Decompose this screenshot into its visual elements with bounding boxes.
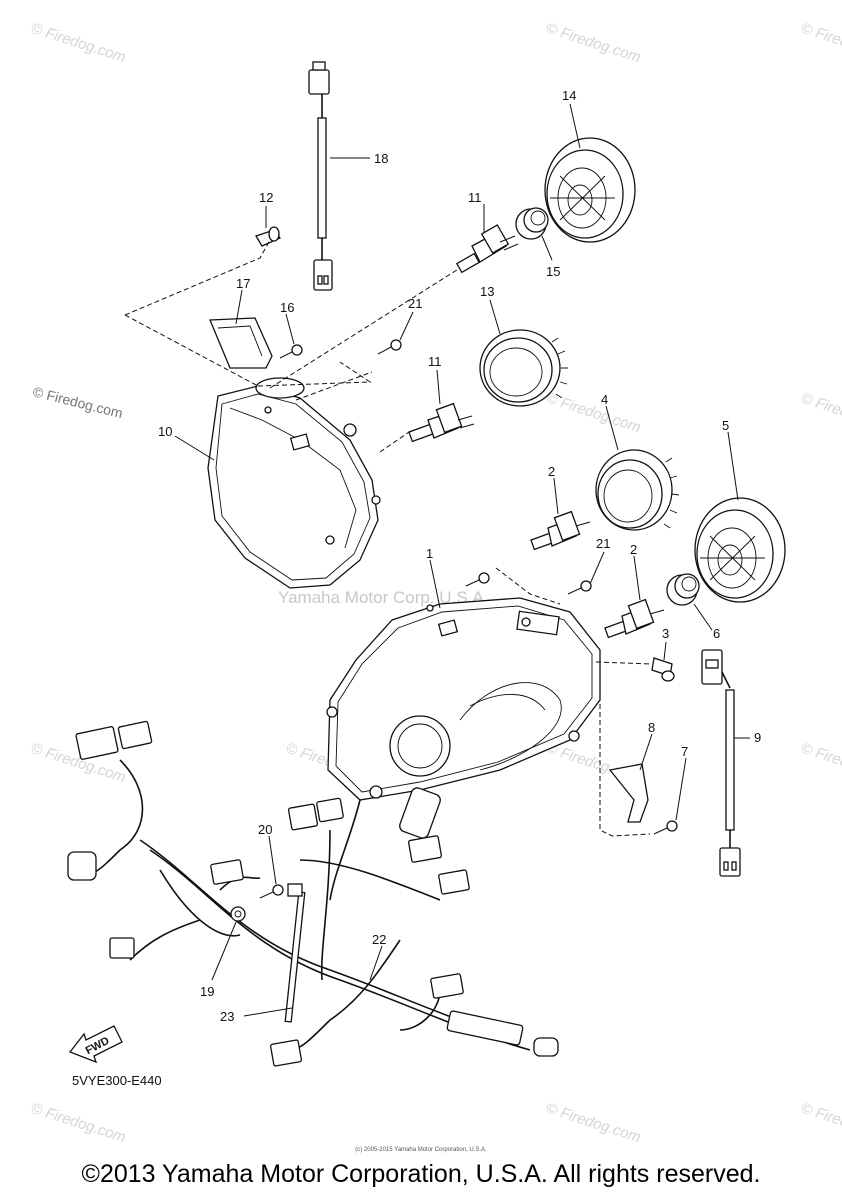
part-2-bulb-upper — [530, 510, 591, 551]
leader-lines — [174, 103, 750, 1017]
part-15-boot — [515, 207, 549, 240]
watermark-yamaha: Yamaha Motor Corp. U.S.A. — [278, 588, 488, 607]
part-11-bulb-upper — [455, 224, 519, 274]
part-18-lead-wire — [308, 61, 333, 291]
callout-6: 6 — [713, 626, 720, 641]
part-19-clamp — [230, 906, 246, 922]
watermark-firedog: © Firedog.com — [799, 740, 842, 787]
part-5-cover — [694, 497, 786, 603]
callout-2-upper: 2 — [548, 464, 555, 479]
part-17-bracket — [209, 317, 273, 369]
part-16-screw — [279, 344, 303, 359]
callout-22: 22 — [372, 932, 386, 947]
callout-2-lower: 2 — [630, 542, 637, 557]
part-8-bracket — [608, 763, 649, 823]
callout-12: 12 — [259, 190, 273, 205]
watermark-firedog: © Firedog.com — [799, 390, 842, 437]
callout-13: 13 — [480, 284, 494, 299]
part-9-lead-wire — [701, 649, 741, 877]
part-7-screw — [653, 820, 678, 835]
callout-9: 9 — [754, 730, 761, 745]
callout-18: 18 — [374, 151, 388, 166]
callout-11-lower: 11 — [428, 354, 442, 369]
callout-19: 19 — [200, 984, 214, 999]
part-20-screw — [259, 884, 284, 899]
part-4-ring — [595, 449, 680, 531]
part-2-bulb-lower — [604, 598, 665, 639]
diagram-code: 5VYE300-E440 — [72, 1073, 162, 1088]
watermark-firedog: © Firedog.com — [799, 1100, 842, 1147]
part-1-headlight-main — [326, 597, 601, 801]
callout-1: 1 — [426, 546, 433, 561]
fwd-arrow-icon — [68, 1025, 123, 1064]
callout-21-lower: 21 — [596, 536, 610, 551]
callout-7: 7 — [681, 744, 688, 759]
part-12-bulb — [255, 226, 282, 247]
callout-21-upper: 21 — [408, 296, 422, 311]
part-10-headlight-upper — [207, 377, 381, 589]
part-3-bulb — [651, 657, 675, 682]
callout-11-upper: 11 — [468, 190, 482, 205]
part-13-ring — [479, 329, 568, 407]
callout-23: 23 — [220, 1009, 234, 1024]
watermark-firedog: © Firedog.com — [29, 1100, 128, 1147]
watermark-firedog: © Firedog.com — [799, 20, 842, 67]
callout-17: 17 — [236, 276, 250, 291]
callout-10: 10 — [158, 424, 172, 439]
part-23-cable-tie — [284, 883, 306, 1023]
footer-small-copyright: (c) 2005-2015 Yamaha Motor Corporation, … — [355, 1147, 487, 1153]
watermark-firedog: © Firedog.com — [544, 1100, 643, 1147]
part-21-screw-upper — [377, 339, 402, 355]
callout-4: 4 — [601, 392, 608, 407]
callout-20: 20 — [258, 822, 272, 837]
guide-lines — [124, 239, 653, 837]
callout-3: 3 — [662, 626, 669, 641]
part-6-boot — [666, 573, 700, 606]
footer-copyright: ©2013 Yamaha Motor Corporation, U.S.A. A… — [81, 1160, 761, 1188]
callout-16: 16 — [280, 300, 294, 315]
part-22-wire-harness — [67, 720, 559, 1067]
watermark-firedog-left: © Firedog.com — [31, 383, 124, 421]
part-14-cover — [544, 137, 636, 243]
callout-5: 5 — [722, 418, 729, 433]
part-11-bulb-lower — [408, 402, 475, 443]
part-21-screw-lower — [465, 572, 592, 595]
watermark-firedog: © Firedog.com — [29, 20, 128, 67]
callout-15: 15 — [546, 264, 560, 279]
watermark-firedog: © Firedog.com — [544, 20, 643, 67]
watermark-firedog: © Firedog.com — [544, 390, 643, 437]
callout-8: 8 — [648, 720, 655, 735]
callout-14: 14 — [562, 88, 576, 103]
